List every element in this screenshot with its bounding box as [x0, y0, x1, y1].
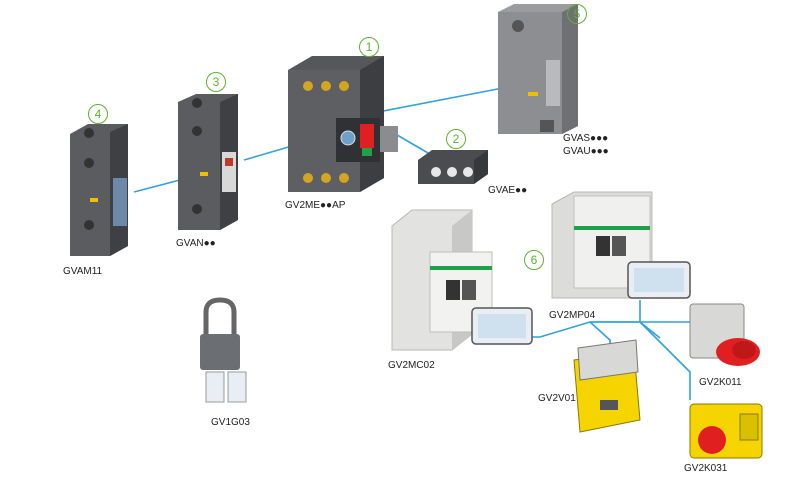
label-gvau: GVAU●●●	[563, 146, 609, 157]
gv2k031-box	[689, 403, 763, 459]
badge-5: 5	[567, 4, 587, 24]
badge-2: 2	[446, 129, 466, 149]
connector-handle-branch	[590, 321, 661, 339]
label-gv1g03: GV1G03	[211, 417, 250, 428]
connector-gv2me-gvas	[377, 86, 509, 113]
gvan-module	[178, 94, 238, 230]
label-gvan: GVAN●●	[176, 238, 216, 249]
label-gv2k011: GV2K011	[699, 377, 742, 388]
badge-4: 4	[88, 104, 108, 124]
connector-gvam-gvan	[133, 179, 181, 193]
badge-3: 3	[206, 72, 226, 92]
label-gv2mc02: GV2MC02	[388, 360, 435, 371]
label-gv2mp04: GV2MP04	[549, 310, 596, 321]
badge-1: 1	[359, 37, 379, 57]
gvae-module	[418, 150, 488, 184]
label-gv2v01: GV2V01	[538, 393, 576, 404]
gvas-module	[498, 4, 578, 134]
gv2v01-plate	[573, 339, 641, 433]
badge-6: 6	[524, 250, 544, 270]
label-gvam11: GVAM11	[63, 266, 103, 277]
gvam11-module	[70, 124, 128, 256]
gv2me-breaker	[288, 56, 398, 192]
gv2mc02-enclosure	[391, 209, 493, 351]
gv2mp04-enclosure	[551, 191, 653, 299]
gv1g03-padlock	[200, 297, 247, 403]
gv2k011-stop-button	[689, 303, 760, 366]
connector-gvan-gv2me	[243, 145, 293, 161]
label-gvae: GVAE●●	[488, 185, 528, 196]
label-gvas: GVAS●●●	[563, 133, 609, 144]
handle-windows	[471, 261, 691, 345]
connector-gv2k031	[639, 321, 691, 400]
label-gv2me: GV2ME●●AP	[285, 200, 346, 211]
label-gv2k031: GV2K031	[684, 463, 728, 474]
